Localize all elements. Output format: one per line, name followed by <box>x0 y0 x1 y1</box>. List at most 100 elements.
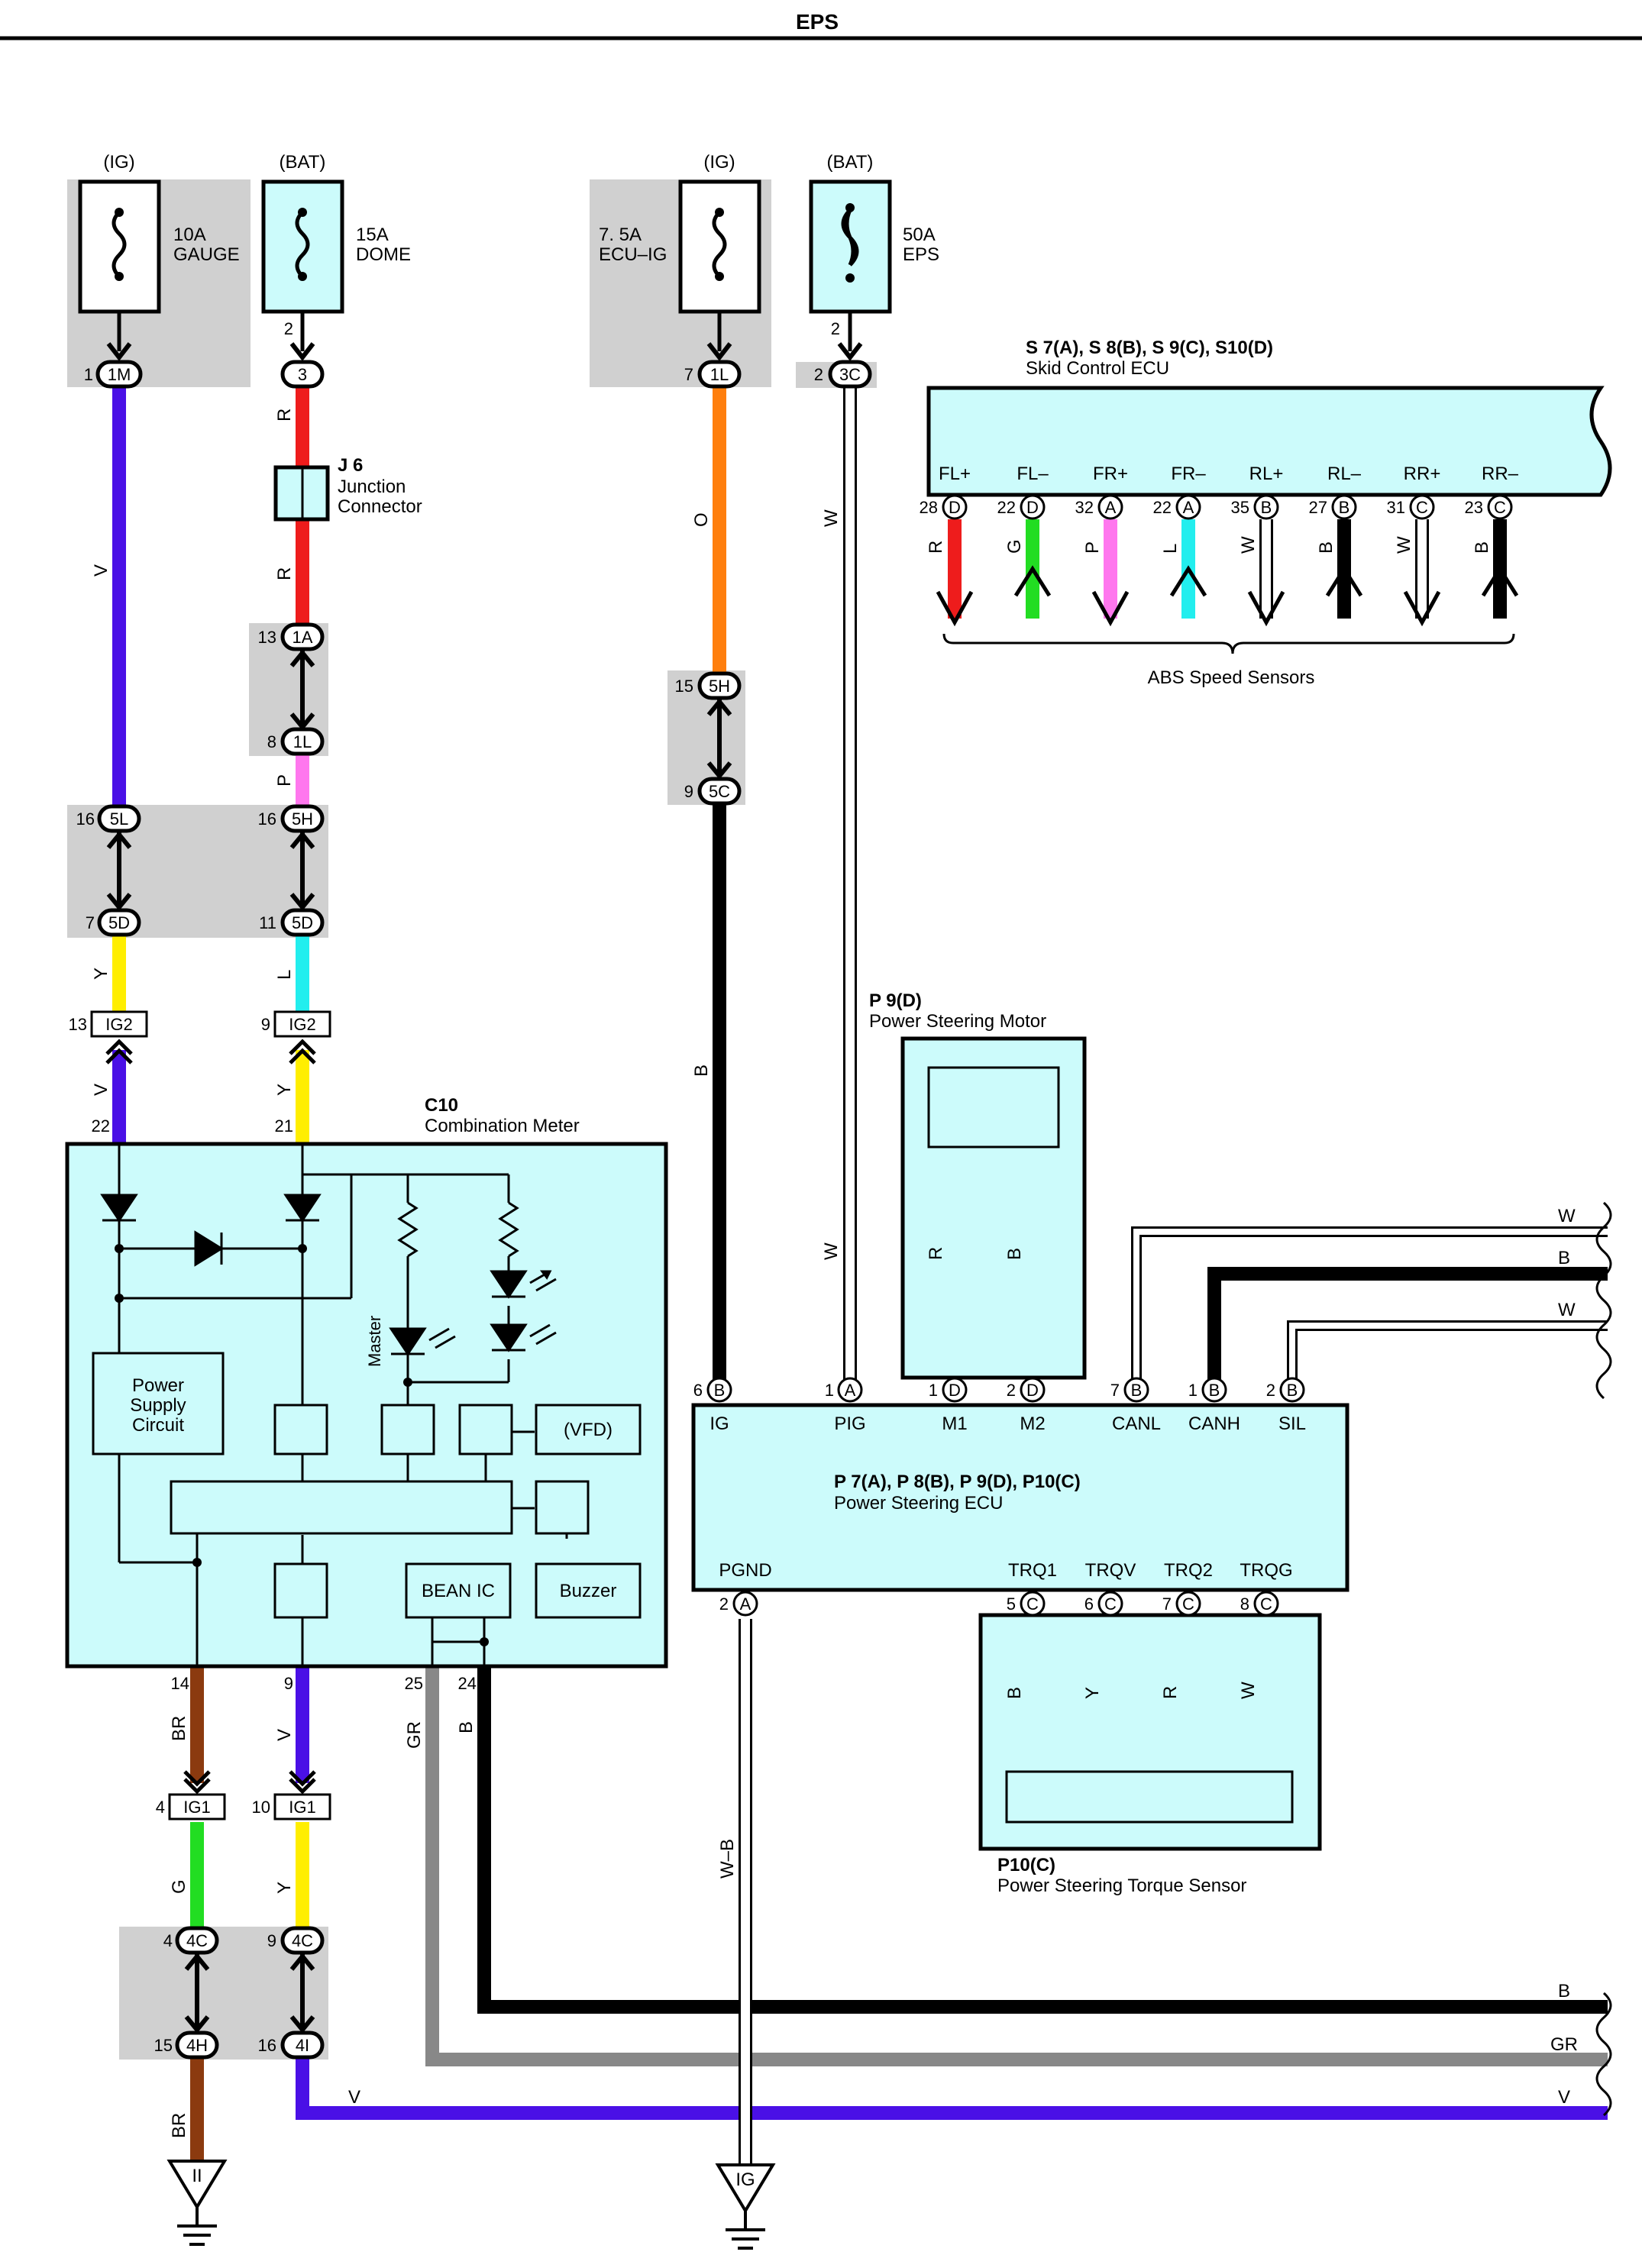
svg-text:L: L <box>274 970 295 980</box>
wire-w-sil <box>1289 1323 1608 1390</box>
abs-brace <box>942 633 1515 654</box>
svg-text:GR: GR <box>404 1721 425 1749</box>
svg-text:16: 16 <box>258 2036 276 2055</box>
svg-text:22: 22 <box>92 1116 110 1136</box>
svg-text:M2: M2 <box>1020 1413 1045 1434</box>
svg-text:7: 7 <box>684 365 693 384</box>
conn-1a: 1A <box>293 628 313 647</box>
svg-text:2: 2 <box>719 1594 729 1614</box>
svg-text:D: D <box>949 1381 961 1400</box>
svg-text:PIG: PIG <box>834 1413 865 1434</box>
ps-ecu-name: Power Steering ECU <box>834 1493 1003 1514</box>
svg-text:25: 25 <box>405 1674 423 1693</box>
svg-text:FR+: FR+ <box>1093 464 1128 484</box>
power-supply-l1: Power <box>132 1375 184 1396</box>
svg-text:7: 7 <box>1162 1594 1172 1614</box>
svg-text:A: A <box>845 1381 856 1400</box>
conn-5c: 5C <box>709 782 730 801</box>
svg-text:16: 16 <box>258 809 276 829</box>
svg-text:TRQ2: TRQ2 <box>1164 1560 1213 1581</box>
svg-text:L: L <box>1160 544 1181 554</box>
svg-text:FL–: FL– <box>1017 464 1049 484</box>
svg-text:R: R <box>926 1247 946 1260</box>
ps-ecu-box <box>691 1403 1349 1592</box>
conn-1m: 1M <box>108 365 131 384</box>
meter-node-2 <box>298 1244 307 1253</box>
svg-text:V: V <box>274 1729 295 1741</box>
conn-4c-b: 4C <box>292 1931 313 1950</box>
circle-pins <box>706 494 1513 1617</box>
svg-text:G: G <box>1004 539 1025 554</box>
svg-text:O: O <box>691 512 712 527</box>
svg-text:B: B <box>1339 498 1350 517</box>
svg-text:1: 1 <box>825 1381 834 1400</box>
svg-text:CANL: CANL <box>1112 1413 1161 1434</box>
svg-text:2: 2 <box>831 319 840 338</box>
svg-text:2: 2 <box>1007 1381 1016 1400</box>
svg-text:B: B <box>1558 1981 1570 2001</box>
svg-text:9: 9 <box>284 1674 293 1693</box>
svg-text:B: B <box>1558 1248 1570 1268</box>
meter-block-4 <box>535 1480 590 1535</box>
fuse-gauge-source: (IG) <box>103 152 134 173</box>
page-title: EPS <box>796 10 839 34</box>
svg-text:4: 4 <box>156 1798 165 1817</box>
motor-name: Power Steering Motor <box>869 1011 1046 1032</box>
ig1-right <box>273 1793 331 1821</box>
ground-2-label: IG <box>735 2169 755 2190</box>
fuse-dome <box>261 179 344 351</box>
svg-text:V: V <box>91 564 112 577</box>
svg-text:C: C <box>1026 1594 1039 1614</box>
svg-text:RR+: RR+ <box>1404 464 1441 484</box>
svg-text:2: 2 <box>1266 1381 1275 1400</box>
svg-text:16: 16 <box>76 809 95 829</box>
svg-text:V: V <box>348 2087 360 2108</box>
svg-text:C: C <box>1494 498 1506 517</box>
svg-text:Y: Y <box>274 1084 295 1096</box>
ig2-chevrons <box>105 1039 316 1065</box>
svg-text:B: B <box>1004 1687 1025 1699</box>
buzzer-box <box>535 1562 642 1619</box>
meter-block-2 <box>380 1404 435 1455</box>
ps-ecu-terminals: IG PIG M1 M2 CANL CANH SIL PGND TRQ1 TRQ… <box>709 1413 1306 1581</box>
svg-text:RR–: RR– <box>1482 464 1519 484</box>
fuse-dome-source: (BAT) <box>280 152 326 173</box>
meter-diodes <box>100 1194 528 1356</box>
svg-text:Y: Y <box>91 968 112 980</box>
meter-block-5 <box>273 1562 328 1619</box>
svg-text:28: 28 <box>920 498 938 517</box>
svg-text:1: 1 <box>929 1381 938 1400</box>
motor-id: P 9(D) <box>869 990 922 1011</box>
svg-text:32: 32 <box>1075 498 1094 517</box>
meter-internal <box>118 1144 568 1666</box>
svg-text:D: D <box>1026 1381 1039 1400</box>
wire-breaks <box>1595 1201 1612 2117</box>
svg-text:22: 22 <box>1153 498 1172 517</box>
svg-text:7: 7 <box>86 913 95 932</box>
svg-text:13: 13 <box>69 1015 87 1034</box>
svg-text:G: G <box>169 1879 189 1894</box>
fuse-ecuig-name: ECU–IG <box>599 244 667 265</box>
meter-id: C10 <box>425 1095 458 1116</box>
wire-v-bottom <box>296 2058 1608 2120</box>
meter-block-1 <box>273 1404 328 1455</box>
svg-text:IG: IG <box>709 1413 729 1434</box>
abs-arrows <box>936 565 1519 627</box>
ig1-right-label: IG1 <box>289 1798 315 1817</box>
meter-node-4 <box>403 1378 412 1387</box>
fuse-ecuig <box>678 179 761 351</box>
svg-text:23: 23 <box>1465 498 1483 517</box>
fuse-eps-source: (BAT) <box>827 152 874 173</box>
wire-labels: V R R P Y L V Y O B W W R B R G P L W B … <box>91 409 1578 2138</box>
svg-text:8: 8 <box>267 732 276 751</box>
j6-name-1: Junction <box>338 477 406 497</box>
svg-text:BR: BR <box>169 2113 189 2138</box>
svg-text:21: 21 <box>275 1116 293 1136</box>
ig1-left <box>168 1793 226 1821</box>
ig1-chevrons <box>183 1770 316 1795</box>
j6-name-2: Connector <box>338 496 422 517</box>
svg-text:B: B <box>1209 1381 1220 1400</box>
svg-text:9: 9 <box>267 1931 276 1950</box>
conn-4h: 4H <box>186 2036 208 2055</box>
